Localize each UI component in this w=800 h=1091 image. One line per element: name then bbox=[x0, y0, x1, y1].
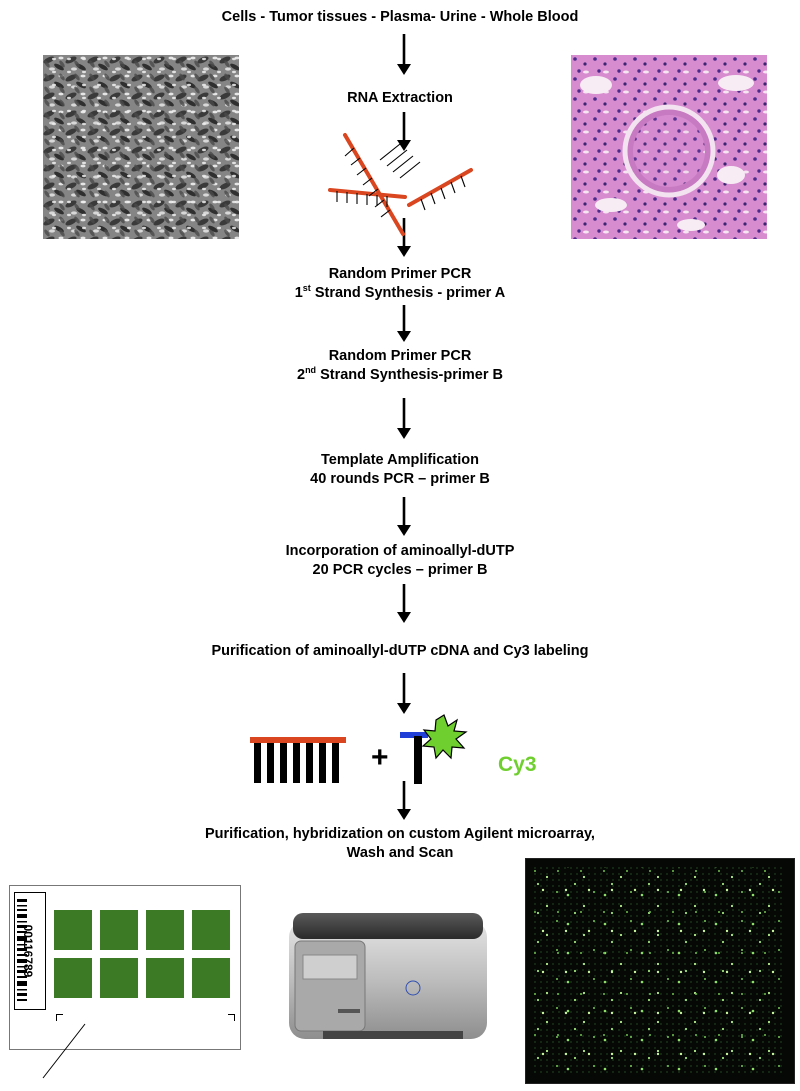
plus-sign: + bbox=[371, 741, 389, 774]
pointer-line bbox=[42, 1023, 86, 1079]
down-arrow-icon bbox=[397, 497, 411, 536]
barcode-number: 00116789 bbox=[21, 924, 35, 978]
microarray-slide: 00116789 bbox=[9, 885, 241, 1050]
step-rna-extraction: RNA Extraction bbox=[347, 90, 453, 106]
down-arrow-icon bbox=[397, 398, 411, 439]
array-grid bbox=[54, 910, 230, 1027]
cells-micrograph bbox=[43, 55, 239, 239]
down-arrow-icon bbox=[397, 34, 411, 75]
second-strand-title: Random Primer PCR bbox=[328, 348, 472, 364]
first-strand-detail: 1st Strand Synthesis - primer A bbox=[294, 283, 506, 301]
barcode-label: 00116789 bbox=[14, 892, 46, 1010]
step-first-strand: Random Primer PCR 1st Strand Synthesis -… bbox=[0, 265, 800, 303]
down-arrow-icon bbox=[397, 673, 411, 714]
scanned-array-image bbox=[525, 858, 795, 1084]
down-arrow-icon bbox=[397, 781, 411, 820]
step-hybridization: Purification, hybridization on custom Ag… bbox=[0, 825, 800, 863]
corner-mark bbox=[56, 1014, 63, 1021]
step-template-amplification: Template Amplification 40 rounds PCR – p… bbox=[0, 451, 800, 489]
tissue-histology-image bbox=[571, 55, 767, 239]
corner-mark bbox=[228, 1014, 235, 1021]
template-detail: 40 rounds PCR – primer B bbox=[310, 471, 490, 487]
step-incorporation: Incorporation of aminoallyl-dUTP 20 PCR … bbox=[0, 542, 800, 580]
step-second-strand: Random Primer PCR 2nd Strand Synthesis-p… bbox=[0, 347, 800, 385]
sources-title: Cells - Tumor tissues - Plasma- Urine - … bbox=[221, 9, 579, 25]
microarray-scanner-image bbox=[289, 913, 487, 1039]
cy3-label: Cy3 bbox=[498, 753, 537, 776]
down-arrow-icon bbox=[397, 112, 411, 151]
template-title: Template Amplification bbox=[321, 452, 479, 468]
step-purification-labeling: Purification of aminoallyl-dUTP cDNA and… bbox=[211, 643, 589, 659]
hybridization-line-2: Wash and Scan bbox=[346, 845, 454, 861]
aminoallyl-cdna-icon bbox=[250, 737, 346, 783]
random-primer-binding-icon bbox=[328, 133, 473, 236]
down-arrow-icon bbox=[397, 305, 411, 342]
first-strand-title: Random Primer PCR bbox=[328, 266, 472, 282]
cy3-dye-icon bbox=[400, 714, 468, 784]
incorporation-title: Incorporation of aminoallyl-dUTP bbox=[285, 543, 515, 559]
second-strand-detail: 2nd Strand Synthesis-primer B bbox=[296, 365, 503, 383]
barcode-icon bbox=[17, 899, 27, 1001]
hybridization-line-1: Purification, hybridization on custom Ag… bbox=[205, 826, 595, 842]
down-arrow-icon bbox=[397, 584, 411, 623]
incorporation-detail: 20 PCR cycles – primer B bbox=[312, 562, 488, 578]
